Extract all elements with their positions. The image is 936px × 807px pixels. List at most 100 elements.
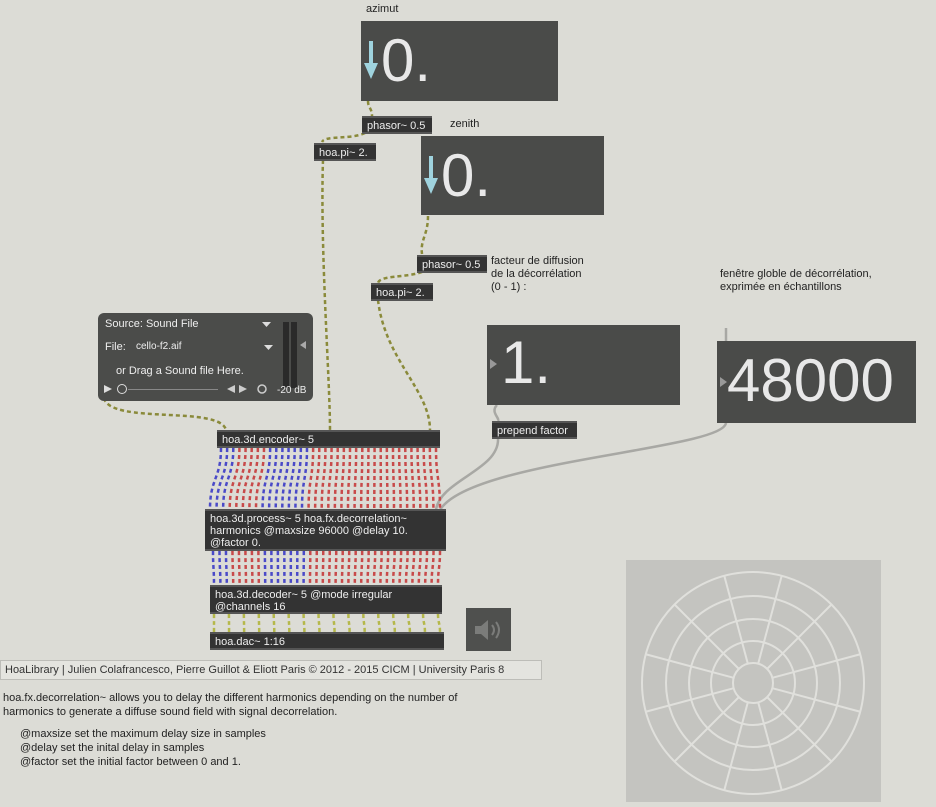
harmonic-cord	[368, 448, 369, 509]
harmonic-cord	[393, 614, 395, 632]
phasor-object-2[interactable]: phasor~ 0.5	[417, 255, 487, 273]
harmonic-cord	[424, 448, 427, 509]
zenith-value: 0.	[441, 146, 491, 206]
hoa-encoder-object[interactable]: hoa.3d.encoder~ 5	[217, 430, 440, 448]
maxsize-value: 48000	[727, 351, 894, 411]
harmonic-cord	[348, 551, 349, 585]
scope-spoke	[675, 697, 739, 761]
play-triangle-icon	[490, 359, 498, 369]
cord-zenith-phasor	[422, 216, 428, 254]
file-label: File:	[105, 341, 126, 353]
azimut-label: azimut	[366, 3, 398, 16]
harmonic-cord	[363, 614, 364, 632]
harmonic-cord	[295, 448, 300, 509]
harmonic-cord	[408, 614, 410, 632]
hoa-pi-object-1[interactable]: hoa.pi~ 2.	[314, 143, 376, 161]
harmonic-cord	[355, 551, 356, 585]
harmonic-cord	[423, 614, 425, 632]
cord-azimut-phasor	[368, 101, 372, 116]
file-menu[interactable]: cello-f2.aif	[136, 341, 182, 352]
harmonic-cord	[432, 551, 434, 585]
playback-position-knob[interactable]	[117, 384, 127, 394]
harmonic-cord	[333, 614, 334, 632]
chevron-down-icon	[262, 322, 271, 328]
harmonic-cord	[400, 551, 401, 585]
harmonic-cord	[399, 448, 400, 509]
harmonic-cord	[348, 448, 350, 509]
phasor-object-1[interactable]: phasor~ 0.5	[362, 116, 432, 134]
cord-phasor2-hoapi2	[378, 272, 422, 283]
level-readout: -20 dB	[277, 385, 306, 396]
harmonic-cord	[302, 448, 307, 509]
harmonic-cord	[341, 448, 343, 509]
audio-on-off-toggle[interactable]	[466, 608, 511, 651]
hoa-dac-object[interactable]: hoa.dac~ 1:16	[210, 632, 444, 650]
cord-factor-prepend	[494, 405, 498, 421]
play-icon[interactable]	[104, 385, 112, 393]
hoa-process-object[interactable]: hoa.3d.process~ 5 hoa.fx.decorrelation~ …	[205, 509, 446, 551]
harmonic-cord	[274, 614, 275, 632]
zenith-number-box[interactable]: 0.	[421, 136, 604, 215]
loop-icon[interactable]	[256, 383, 268, 395]
down-arrow-icon	[424, 156, 438, 196]
factor-value: 1.	[501, 333, 551, 393]
harmonic-cord	[342, 551, 343, 585]
diffusion-label: facteur de diffusion de la décorrélation…	[491, 255, 584, 294]
harmonic-cord	[430, 448, 434, 509]
harmonic-cord	[289, 614, 290, 632]
harmonic-cord	[329, 551, 330, 585]
harmonic-cord	[319, 614, 320, 632]
prepend-factor-object[interactable]: prepend factor	[492, 421, 577, 439]
harmonic-cord	[406, 551, 408, 585]
attribute-list: @maxsize set the maximum delay size in s…	[20, 727, 266, 769]
down-arrow-icon	[364, 41, 378, 81]
gain-triangle-icon[interactable]	[300, 341, 306, 349]
harmonic-cord	[309, 448, 314, 509]
harmonic-cord	[336, 551, 337, 585]
hoa-pi-object-2[interactable]: hoa.pi~ 2.	[371, 283, 433, 301]
speaker-icon	[475, 619, 503, 641]
harmonic-cord	[436, 448, 440, 509]
azimut-value: 0.	[381, 31, 431, 91]
harmonic-cord	[335, 448, 338, 509]
hoa-3d-scope[interactable]	[626, 560, 881, 802]
harmonic-cord	[239, 551, 240, 585]
harmonic-cord	[322, 448, 326, 509]
rewind-icon[interactable]	[227, 385, 235, 393]
scope-grid	[626, 560, 881, 802]
description: hoa.fx.decorrelation~ allows you to dela…	[3, 691, 457, 719]
harmonic-cord	[230, 448, 240, 509]
harmonic-cord	[223, 448, 233, 509]
sound-file-player[interactable]: Source: Sound File File: cello-f2.aif or…	[98, 313, 313, 401]
harmonic-cord	[368, 551, 369, 585]
harmonic-cord	[393, 448, 394, 509]
harmonic-cord	[328, 448, 331, 509]
harmonic-cord	[419, 551, 421, 585]
drag-hint: or Drag a Sound file Here.	[116, 365, 244, 377]
cord-prepend-process	[436, 438, 498, 510]
source-menu[interactable]: Source: Sound File	[105, 318, 199, 330]
scope-spoke	[767, 697, 831, 761]
playback-position-slider[interactable]	[128, 389, 218, 390]
azimut-number-box[interactable]: 0.	[361, 21, 558, 101]
harmonic-cord	[387, 448, 388, 509]
harmonic-cord	[425, 551, 427, 585]
maxsize-number-box[interactable]: 48000	[717, 341, 916, 423]
harmonic-cord	[210, 448, 221, 509]
hoa-decoder-object[interactable]: hoa.3d.decoder~ 5 @mode irregular @chann…	[210, 585, 442, 614]
cord-maxsize-process	[440, 423, 726, 510]
harmonic-cord	[374, 551, 375, 585]
credit-bar: HoaLibrary | Julien Colafrancesco, Pierr…	[0, 660, 542, 680]
harmonic-cord	[289, 448, 295, 509]
harmonic-cord	[304, 614, 305, 632]
harmonic-cord	[393, 551, 394, 585]
harmonic-cord	[438, 614, 440, 632]
harmonic-cord	[361, 448, 362, 509]
level-meter-right	[291, 322, 297, 388]
cord-hoapi-encoder1	[322, 160, 330, 430]
factor-number-box[interactable]: 1.	[487, 325, 680, 405]
scope-spoke	[767, 605, 831, 669]
level-meter-left	[283, 322, 289, 388]
forward-icon[interactable]	[239, 385, 247, 393]
cord-hoapi2-encoder	[378, 300, 430, 430]
